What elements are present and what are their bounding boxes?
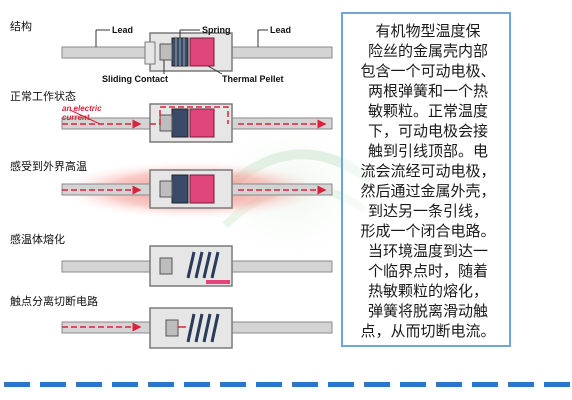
stage-label-heated: 感受到外界高温 [10,159,87,173]
description-line: 当环境温度到达一 [367,242,488,260]
fuse-normal [61,103,333,143]
divider-dash [400,382,426,387]
divider-dash [436,382,462,387]
callout-thermal-pellet: Thermal Pellet [222,74,284,84]
description-line: 险丝的金属壳内部 [367,42,488,60]
divider-dash [220,382,246,387]
description-line: 有机物型温度保 [375,22,481,40]
description-line: 弹簧将脱离滑动触 [367,302,488,320]
description-line: 然后通过金属外壳， [360,182,496,200]
stage-label-normal: 正常工作状态 [10,89,76,103]
description-line: 触到引线顶部。电 [367,142,488,160]
description-line: 点，从而切断电流。 [360,322,496,340]
fuse-melting [61,245,333,287]
callout-current-line1: an electric [62,104,102,113]
divider-dash [40,382,66,387]
stage-label-open: 触点分离切断电路 [10,294,98,308]
divider-dash [508,382,534,387]
description-line: 下，可动电极会接 [367,122,488,140]
stage-label-melting: 感温体熔化 [10,232,65,246]
divider-dash [292,382,318,387]
divider-dash [328,382,354,387]
description-box: 有机物型温度保险丝的金属壳内部包含一个可动电极、两根弹簧和一个热敏颗粒。正常温度… [341,12,511,347]
description-line: 到达另一条引线， [367,202,488,220]
melted-pellet [206,280,230,284]
divider-dash [364,382,390,387]
fuse-structure [61,29,333,75]
divider-dash [4,382,30,387]
sliding-contact [159,43,173,61]
released-spring [186,251,220,279]
callout-sliding-contact: Sliding Contact [102,74,168,84]
description-line: 个临界点时，随着 [367,262,488,280]
divider-dash [472,382,498,387]
callout-lead-right: Lead [270,25,291,35]
divider-dash [148,382,174,387]
divider-dash [112,382,138,387]
description-line: 流会流经可动电极， [360,162,496,180]
thermal-pellet [189,37,215,67]
callout-current-line2: current [62,113,90,122]
description-line: 两根弹簧和一个热 [367,82,488,100]
description-line: 包含一个可动电极、 [360,62,496,80]
description-line: 热敏颗粒的熔化， [367,282,488,300]
stage-label-structure: 结构 [10,19,32,33]
spring-coil [171,37,189,67]
fuse-heated [52,160,333,220]
callout-lead-left: Lead [112,25,133,35]
divider-dash [256,382,282,387]
description-line: 敏颗粒。正常温度 [367,102,488,120]
description-line: 形成一个闭合电路。 [360,222,496,240]
dashed-divider [0,382,572,387]
callout-spring: Spring [202,25,231,35]
divider-dash [184,382,210,387]
fuse-open [61,307,333,349]
current-path [62,106,327,129]
divider-dash [76,382,102,387]
divider-dash [544,382,570,387]
